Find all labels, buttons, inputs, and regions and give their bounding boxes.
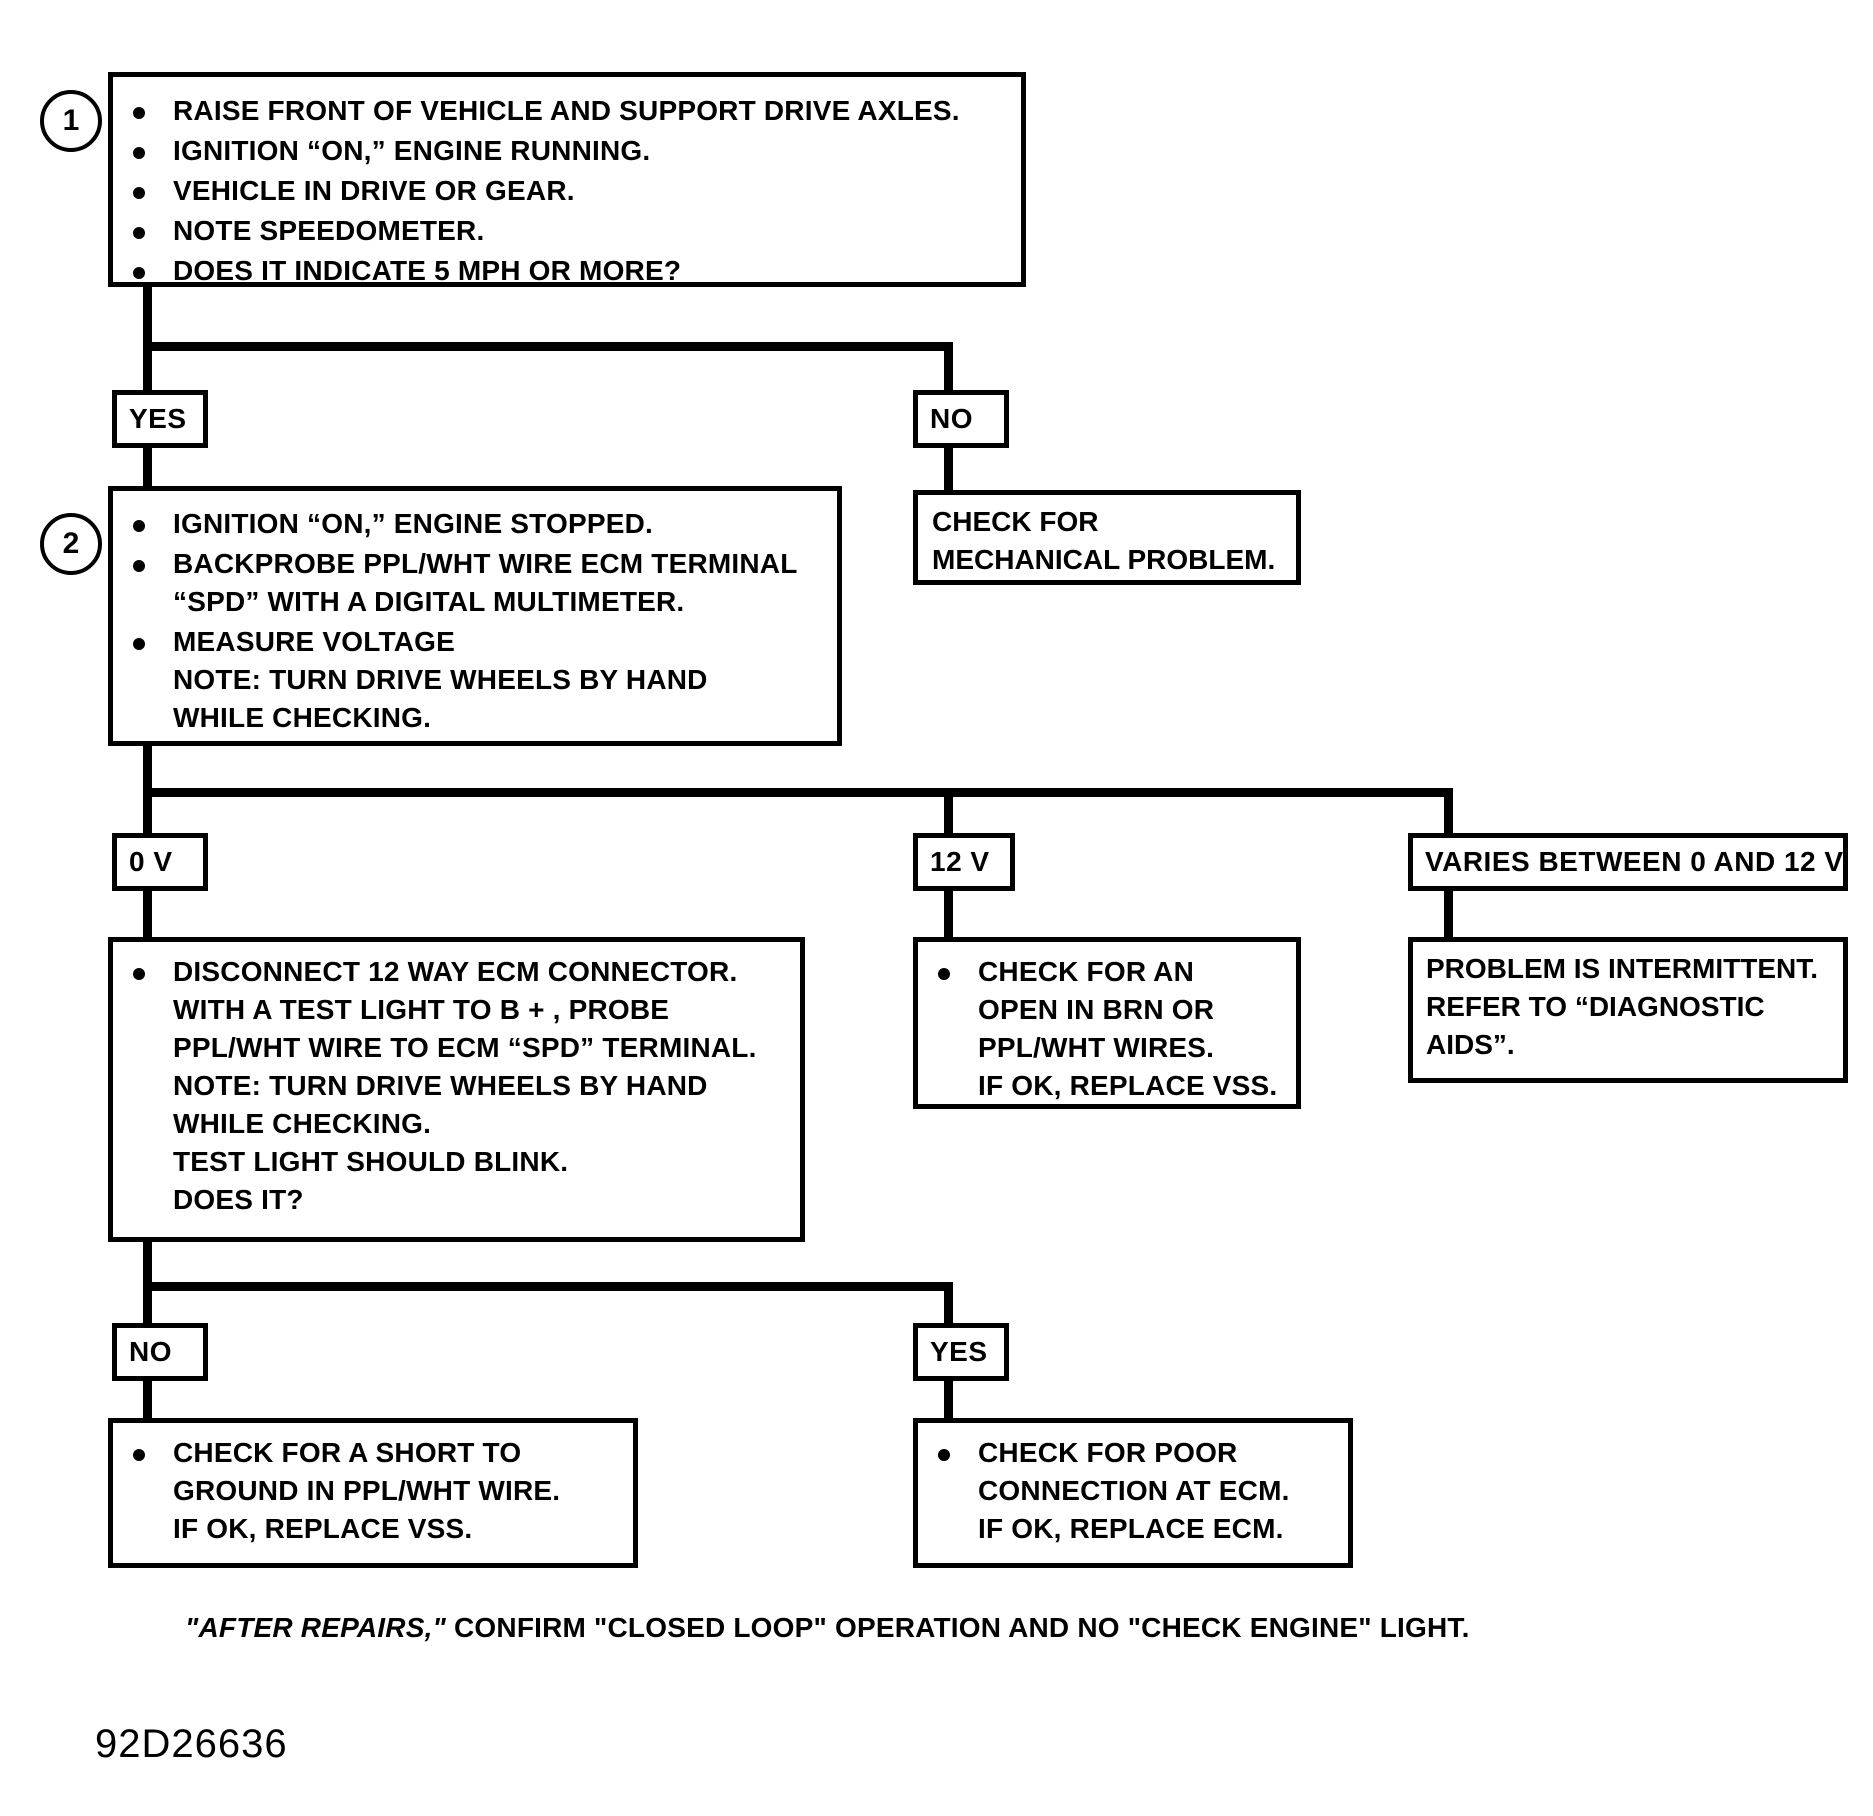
connector-step2-split (143, 788, 1453, 797)
after-repairs-rest: CONFIRM "CLOSED LOOP" OPERATION AND NO "… (446, 1612, 1470, 1643)
outcome-mechanical-text: CHECK FOR MECHANICAL PROBLEM. (932, 506, 1276, 575)
connector-to-yes-1 (143, 342, 152, 392)
connector-step2-down (143, 746, 152, 796)
connector-step3-down (143, 1242, 152, 1292)
step-2-list: IGNITION “ON,” ENGINE STOPPED. BACKPROBE… (125, 505, 830, 739)
outcome-open-brn-list: CHECK FOR AN OPEN IN BRN OR PPL/WHT WIRE… (930, 953, 1290, 1107)
connector-to-0v (143, 788, 152, 836)
branch-label-text: 0 V (129, 846, 173, 877)
branch-label-no-2: NO (112, 1323, 208, 1381)
outcome-poor-connection-list: CHECK FOR POOR CONNECTION AT ECM. IF OK,… (930, 1434, 1345, 1550)
connector-no1-down (944, 446, 953, 494)
outcome-poor-connection-box (913, 1418, 1353, 1568)
outcome-intermittent-box (1408, 937, 1848, 1083)
connector-varies-down (1444, 889, 1453, 941)
connector-to-no-1 (944, 342, 953, 392)
step-1-item: RAISE FRONT OF VEHICLE AND SUPPORT DRIVE… (125, 92, 1015, 130)
branch-label-text: NO (129, 1336, 172, 1367)
step-number-2: 2 (40, 513, 102, 575)
outcome-open-brn-box (913, 937, 1301, 1109)
outcome-short-ground-text: CHECK FOR A SHORT TO GROUND IN PPL/WHT W… (125, 1434, 630, 1548)
step-number-1: 1 (40, 90, 102, 152)
branch-label-yes-2: YES (913, 1323, 1009, 1381)
connector-to-no-2 (143, 1282, 152, 1326)
step-1-box (108, 72, 1026, 287)
branch-label-yes-1: YES (112, 390, 208, 448)
outcome-open-brn-text: CHECK FOR AN OPEN IN BRN OR PPL/WHT WIRE… (930, 953, 1290, 1105)
step-2-item: MEASURE VOLTAGE NOTE: TURN DRIVE WHEELS … (125, 623, 830, 737)
connector-to-yes-2 (944, 1282, 953, 1326)
branch-label-text: VARIES BETWEEN 0 AND 12 V (1425, 846, 1844, 877)
step-3-list: DISCONNECT 12 WAY ECM CONNECTOR. WITH A … (125, 953, 797, 1221)
connector-0v-down (143, 889, 152, 941)
connector-step1-down (143, 287, 152, 347)
document-code: 92D26636 (95, 1722, 288, 1766)
branch-label-text: YES (930, 1336, 988, 1367)
step-2-box (108, 486, 842, 746)
connector-step1-split (143, 342, 953, 351)
step-2-item: IGNITION “ON,” ENGINE STOPPED. (125, 505, 830, 543)
outcome-short-ground-box (108, 1418, 638, 1568)
step-3-box (108, 937, 805, 1242)
branch-label-text: YES (129, 403, 187, 434)
branch-label-varies: VARIES BETWEEN 0 AND 12 V (1408, 833, 1848, 891)
connector-yes2-down (944, 1379, 953, 1421)
branch-label-0v: 0 V (112, 833, 208, 891)
connector-12v-down (944, 889, 953, 941)
connector-yes1-down (143, 446, 152, 488)
step-1-item: DOES IT INDICATE 5 MPH OR MORE? (125, 252, 1015, 290)
outcome-mechanical-box (913, 490, 1301, 585)
outcome-intermittent-text: PROBLEM IS INTERMITTENT. REFER TO “DIAGN… (1426, 953, 1818, 1060)
branch-label-no-1: NO (913, 390, 1009, 448)
step-1-item: IGNITION “ON,” ENGINE RUNNING. (125, 132, 1015, 170)
connector-no2-down (143, 1379, 152, 1421)
branch-label-text: NO (930, 403, 973, 434)
step-1-item: VEHICLE IN DRIVE OR GEAR. (125, 172, 1015, 210)
after-repairs-note: "AFTER REPAIRS," CONFIRM "CLOSED LOOP" O… (185, 1612, 1470, 1644)
after-repairs-emphasis: "AFTER REPAIRS," (185, 1612, 447, 1643)
step-1-list: RAISE FRONT OF VEHICLE AND SUPPORT DRIVE… (125, 92, 1015, 292)
branch-label-text: 12 V (930, 846, 990, 877)
step-2-item: BACKPROBE PPL/WHT WIRE ECM TERMINAL “SPD… (125, 545, 830, 621)
connector-to-varies (1444, 788, 1453, 836)
outcome-poor-connection-text: CHECK FOR POOR CONNECTION AT ECM. IF OK,… (930, 1434, 1345, 1548)
step-3-item: DISCONNECT 12 WAY ECM CONNECTOR. WITH A … (125, 953, 797, 1219)
step-1-item: NOTE SPEEDOMETER. (125, 212, 1015, 250)
connector-to-12v (944, 788, 953, 836)
branch-label-12v: 12 V (913, 833, 1015, 891)
connector-step3-split (143, 1282, 953, 1291)
outcome-short-ground-list: CHECK FOR A SHORT TO GROUND IN PPL/WHT W… (125, 1434, 630, 1550)
